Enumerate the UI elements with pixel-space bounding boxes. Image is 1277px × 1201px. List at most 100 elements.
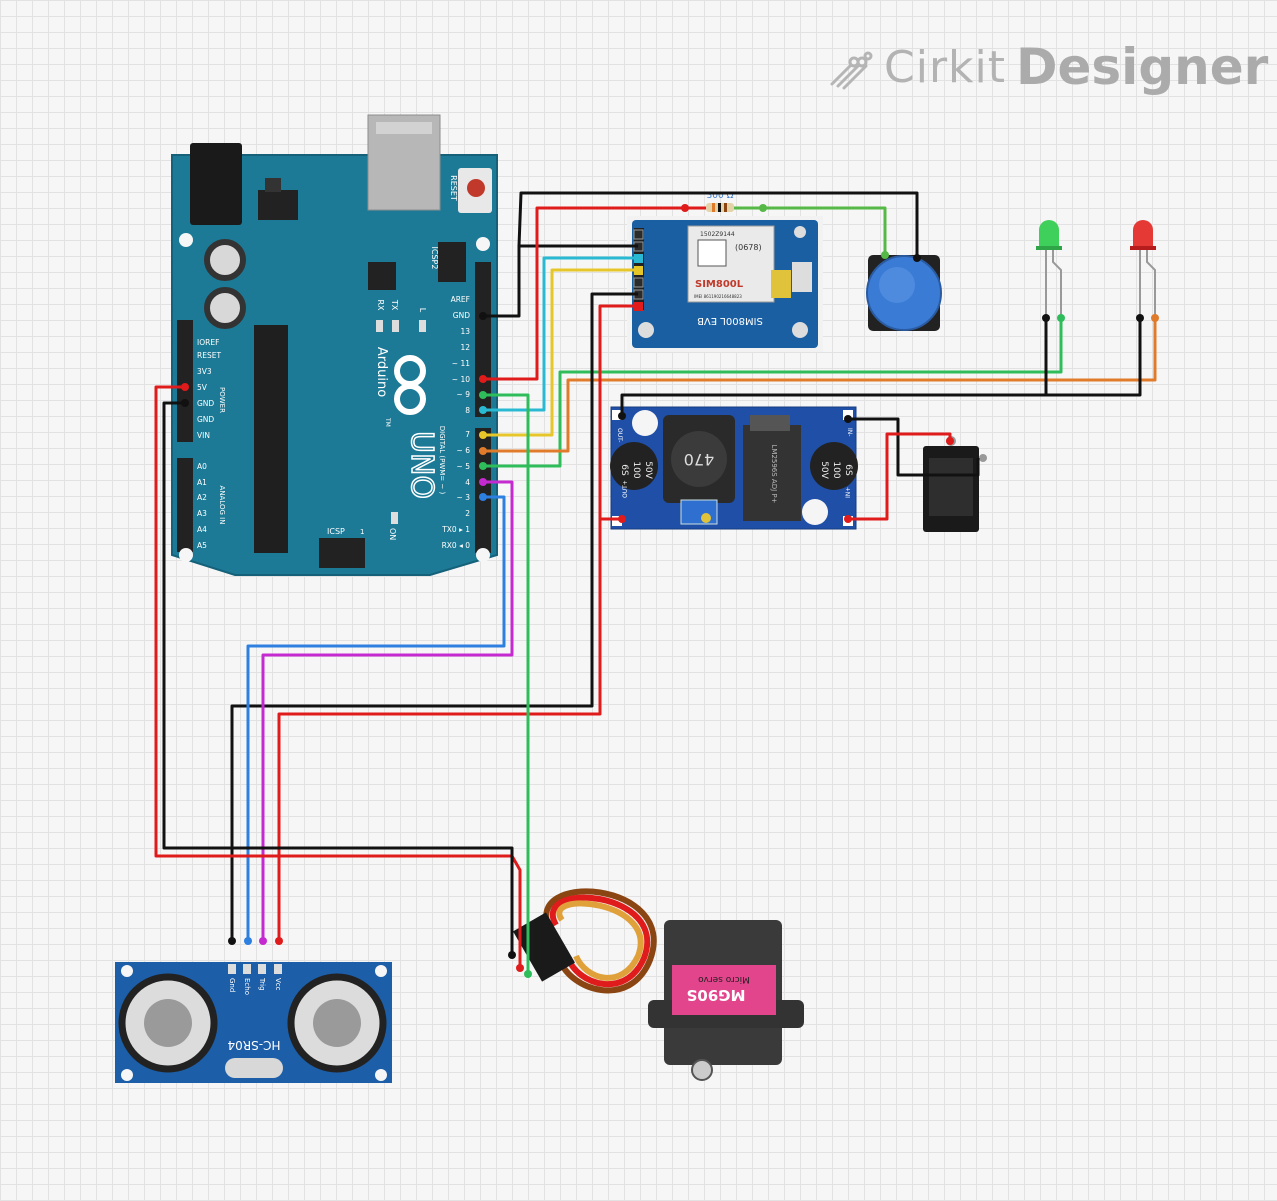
pin-vcc-label: Vcc (274, 978, 282, 991)
pin-ioref: IOREF (197, 338, 219, 347)
servo-sub-label: Micro servo (698, 974, 750, 984)
gsm-serial: 1502Z9144 (700, 231, 735, 238)
out-minus-label: OUT- (616, 428, 623, 442)
cap-right-line1: 50V (819, 461, 829, 479)
trim-pot[interactable] (680, 499, 718, 525)
brand-product: Designer (1016, 38, 1269, 96)
pin-2: 2 (465, 509, 470, 518)
pin-echo-label: Echo (243, 978, 251, 995)
cirkit-logo: Cirkit Designer (828, 38, 1268, 96)
sim800l-evb-module[interactable]: 1502Z9144 (0678) SIM800L IMEI 8611902166… (627, 216, 823, 352)
wire-5v-servo[interactable] (154, 385, 522, 968)
pin-aref: AREF (451, 295, 470, 304)
chip-label: LM2596S ADJ P+ (770, 445, 778, 504)
push-button[interactable] (866, 255, 942, 331)
icsp2-header (438, 242, 466, 282)
pin-gnd: GND (453, 311, 470, 320)
inductor-label: 470 (684, 450, 715, 469)
uno-model: UNO (404, 431, 439, 499)
wire-pin10-red[interactable] (483, 206, 706, 381)
arduino-uno-board[interactable]: RESET ICSP2 RX TX L Arduino UNO TM DIGIT… (171, 114, 498, 576)
ultrasonic-label: HC-SR04 (228, 1038, 281, 1052)
hc-sr04-ultrasonic-sensor[interactable]: HC-SR04 Gnd Echo Trig Vcc (115, 962, 392, 1083)
icsp-label: ICSP (327, 527, 345, 536)
wire-pin9-servo[interactable] (483, 393, 530, 974)
analog-header (177, 458, 193, 552)
wire-buck-in-minus[interactable] (848, 417, 980, 477)
wire-pin5-green[interactable] (483, 318, 1063, 468)
arduino-name: Arduino (374, 347, 389, 397)
usb-chip (368, 262, 396, 290)
pin-gnd-1: GND (197, 399, 214, 408)
servo-label-plate (672, 965, 776, 1015)
cap-left-line1: 6S (619, 464, 629, 476)
wire-gnd-servo[interactable] (162, 401, 514, 955)
regulator (258, 190, 298, 220)
arduino-logo (394, 355, 426, 415)
power-label: POWER (218, 387, 226, 413)
green-led[interactable] (1036, 220, 1062, 318)
servo-model-label: MG90S (687, 986, 746, 1004)
wire-button-gnd[interactable] (517, 191, 919, 258)
wire-endpoints (181, 204, 1159, 978)
pin-a1: A1 (197, 478, 207, 487)
capacitor-left (610, 442, 658, 490)
dc-jack (190, 143, 242, 225)
pin-5v: 5V (197, 383, 208, 392)
in-minus-label: IN- (846, 428, 853, 436)
pin-11: ~ 11 (452, 359, 470, 368)
wire-pin9-cyan[interactable] (483, 256, 638, 412)
cap-right-line2: 100 (831, 461, 841, 478)
lm2596-buck-converter[interactable]: 470 6S 100 50V 50V 100 6S LM2596S ADJ P+… (610, 406, 858, 530)
pin-12: 12 (460, 343, 470, 352)
tm-mark: TM (384, 417, 391, 427)
wire-vcc-ultrasonic[interactable] (277, 519, 602, 941)
resistor-value: 300 Ω (707, 191, 734, 201)
in-plus-label: IN+ (845, 487, 852, 498)
gsm-board-label: SIM800L EVB (697, 315, 763, 326)
mg90s-servo[interactable]: Micro servo MG90S (513, 888, 804, 1081)
resistor[interactable]: 300 Ω (706, 191, 734, 212)
wire-pin7-yellow[interactable] (483, 268, 638, 437)
pin-13: 13 (460, 327, 470, 336)
dc-barrel-jack[interactable] (923, 436, 987, 532)
pin-10: ~ 10 (452, 375, 470, 384)
pin-8: 8 (465, 406, 470, 415)
on-label: ON (388, 528, 397, 540)
pin-3: ~ 3 (457, 493, 471, 502)
wires (154, 191, 1157, 974)
pin-reset: RESET (197, 351, 221, 360)
pin-gnd-2: GND (197, 415, 214, 424)
wire-buck-in-plus[interactable] (848, 432, 952, 521)
pin-a3: A3 (197, 509, 207, 518)
pin-4: 4 (465, 478, 470, 487)
wire-gnd-buck[interactable] (620, 393, 1046, 416)
capacitor (204, 239, 246, 281)
cap-right-line3: 6S (843, 464, 853, 476)
wire-pin4-trig[interactable] (261, 480, 514, 941)
icsp2-label: ICSP2 (430, 247, 439, 270)
pin-a0: A0 (197, 462, 207, 471)
wire-led-gnd[interactable] (1044, 318, 1142, 397)
cap-left-line3: 50V (643, 461, 653, 479)
pin-9: ~ 9 (457, 390, 471, 399)
pin-6: ~ 6 (457, 446, 471, 455)
capacitor-right (810, 442, 858, 490)
atmega-chip (254, 325, 288, 553)
pin-a5: A5 (197, 541, 207, 550)
wire-pin3-echo[interactable] (246, 495, 506, 941)
lm2596-chip (743, 425, 801, 521)
rx-label: RX (376, 299, 385, 311)
tx-label: TX (390, 299, 399, 311)
wire-sim-gnd-ultrasonic[interactable] (230, 292, 638, 941)
wire-gnd-sim[interactable] (483, 244, 638, 318)
pin-3v3: 3V3 (197, 367, 212, 376)
pin-gnd-label: Gnd (228, 978, 236, 992)
wire-resistor-button[interactable] (734, 206, 887, 255)
wire-pin6-orange[interactable] (483, 318, 1157, 453)
out-plus-label: OUT+ (622, 480, 629, 498)
red-led[interactable] (1130, 220, 1156, 318)
pin-a4: A4 (197, 525, 207, 534)
wire-sim-vcc-buck[interactable] (598, 304, 638, 521)
